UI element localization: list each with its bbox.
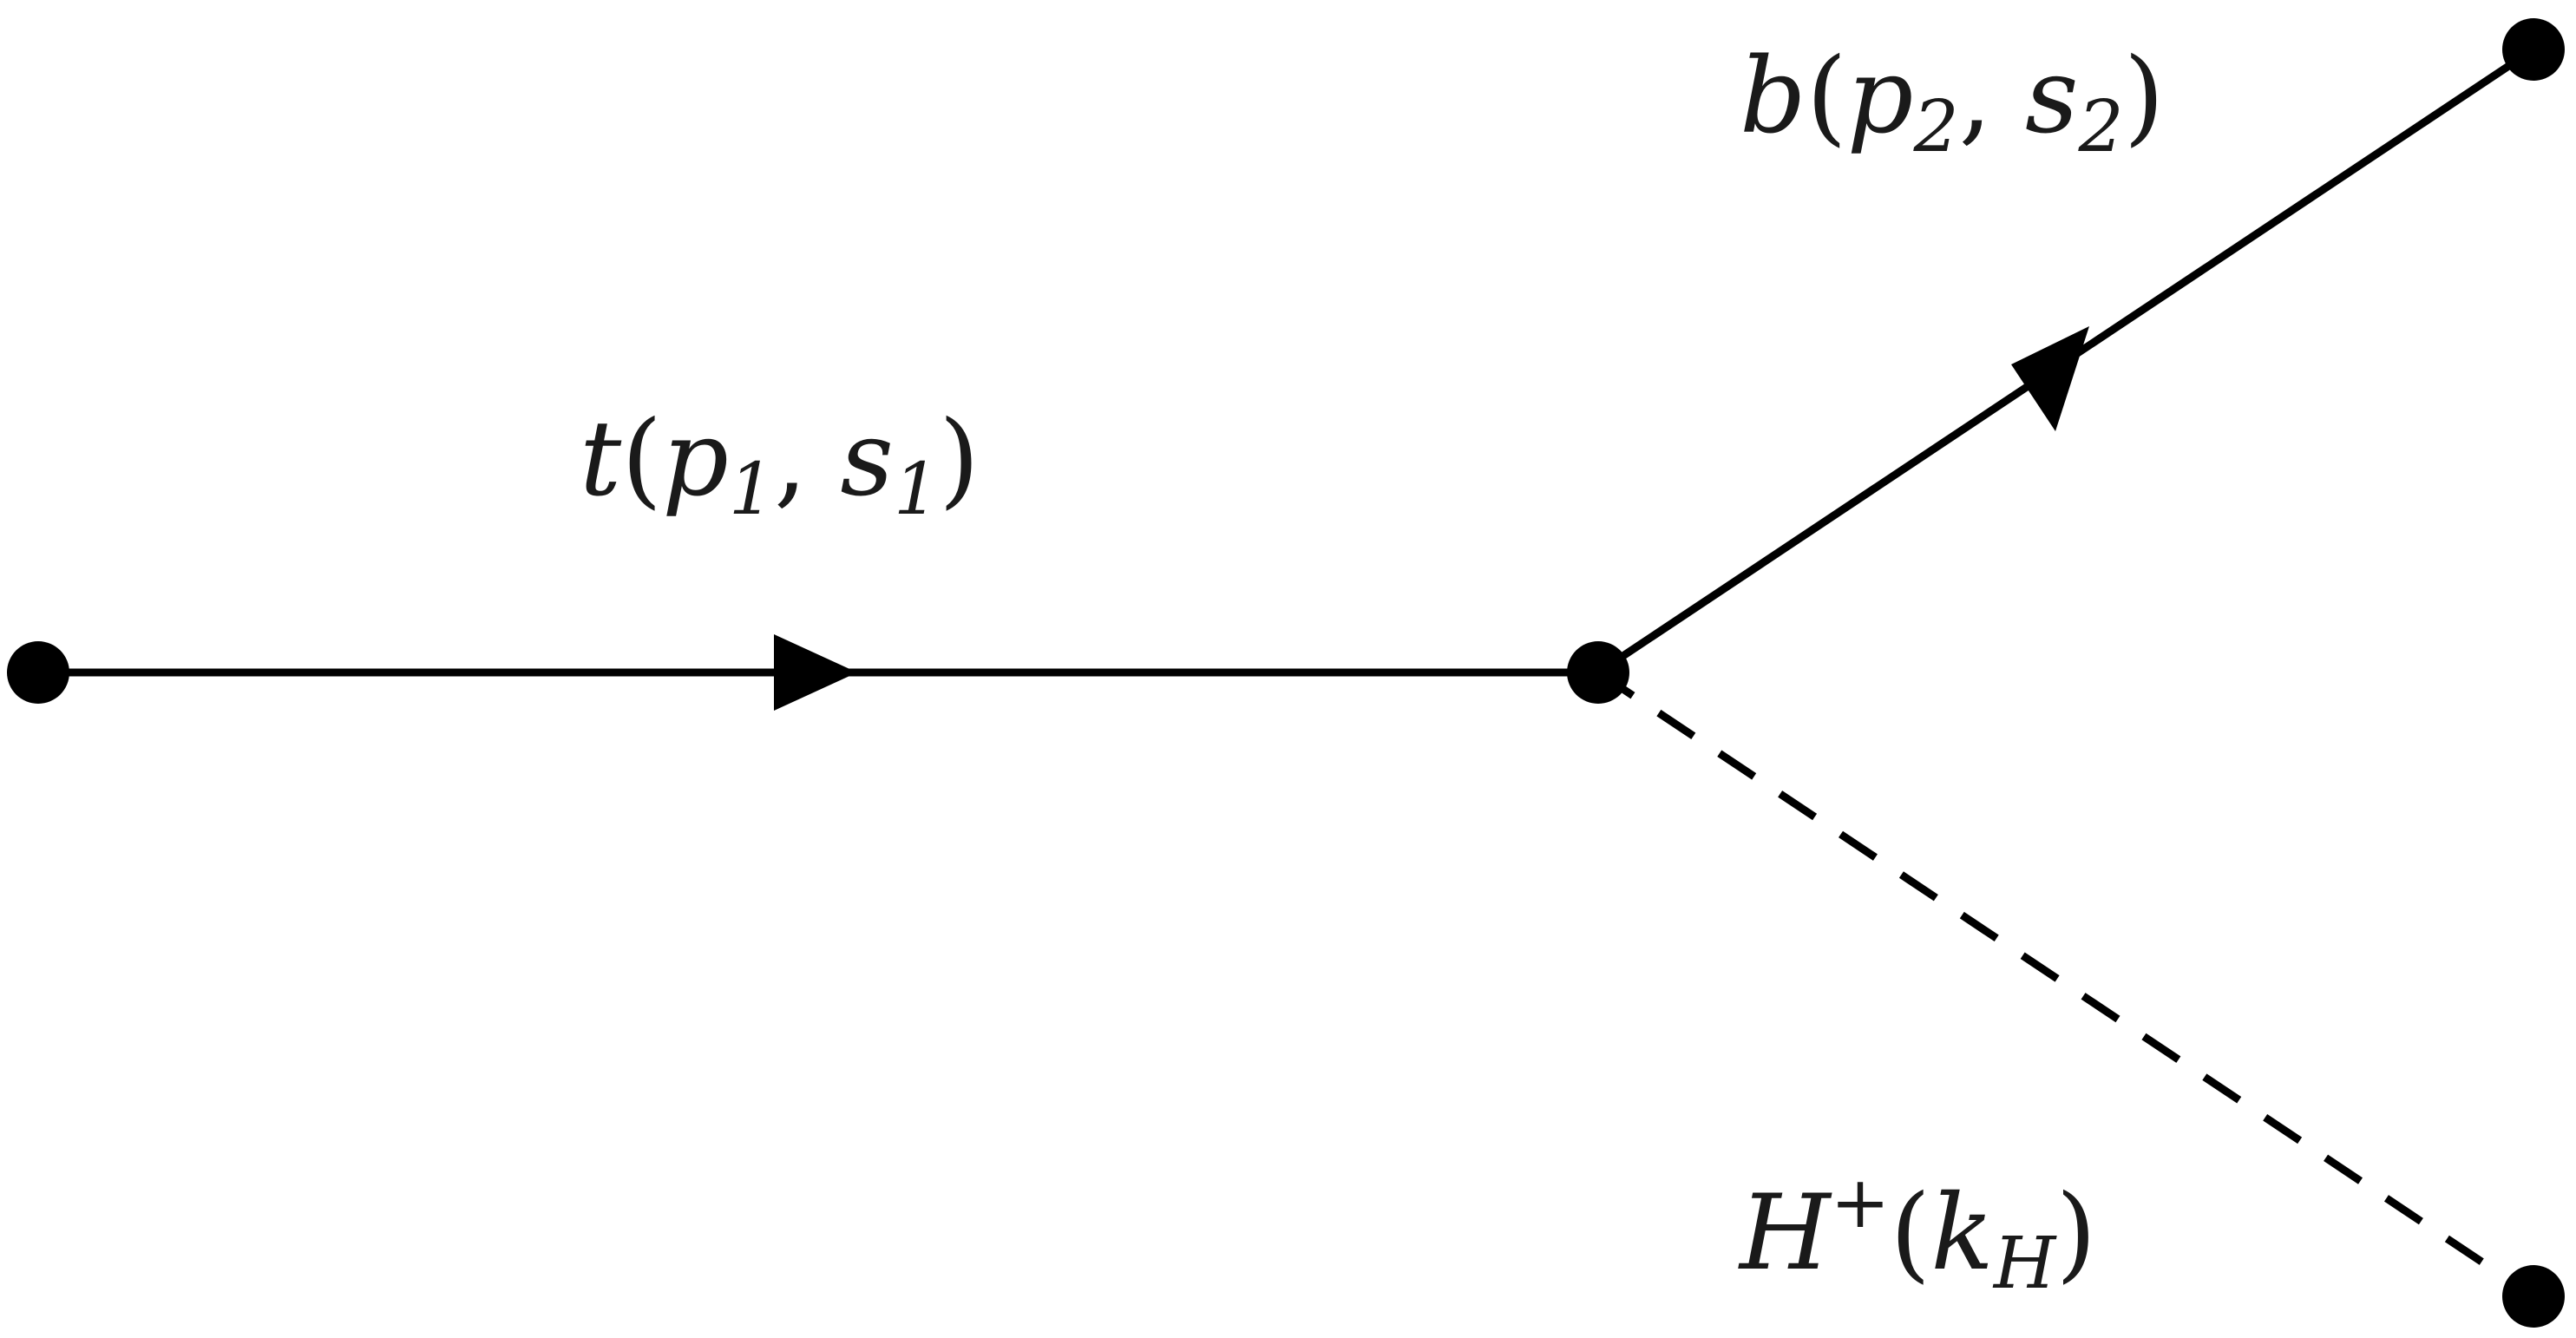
top-quark-arrow-icon [774, 634, 857, 711]
top-quark-label: t(p1, s1) [580, 399, 980, 531]
decay-vertex [1567, 641, 1629, 704]
initial-vertex [7, 641, 69, 704]
bottom-quark-label: b(p2, s2) [1740, 36, 2165, 168]
charged-higgs-line [1596, 669, 2536, 1300]
charged-higgs-label: H+(kH) [1738, 1162, 2096, 1305]
higgs-endpoint [2502, 1265, 2565, 1328]
bottom-endpoint [2502, 18, 2565, 81]
bottom-quark-arrow-icon [2011, 326, 2089, 431]
